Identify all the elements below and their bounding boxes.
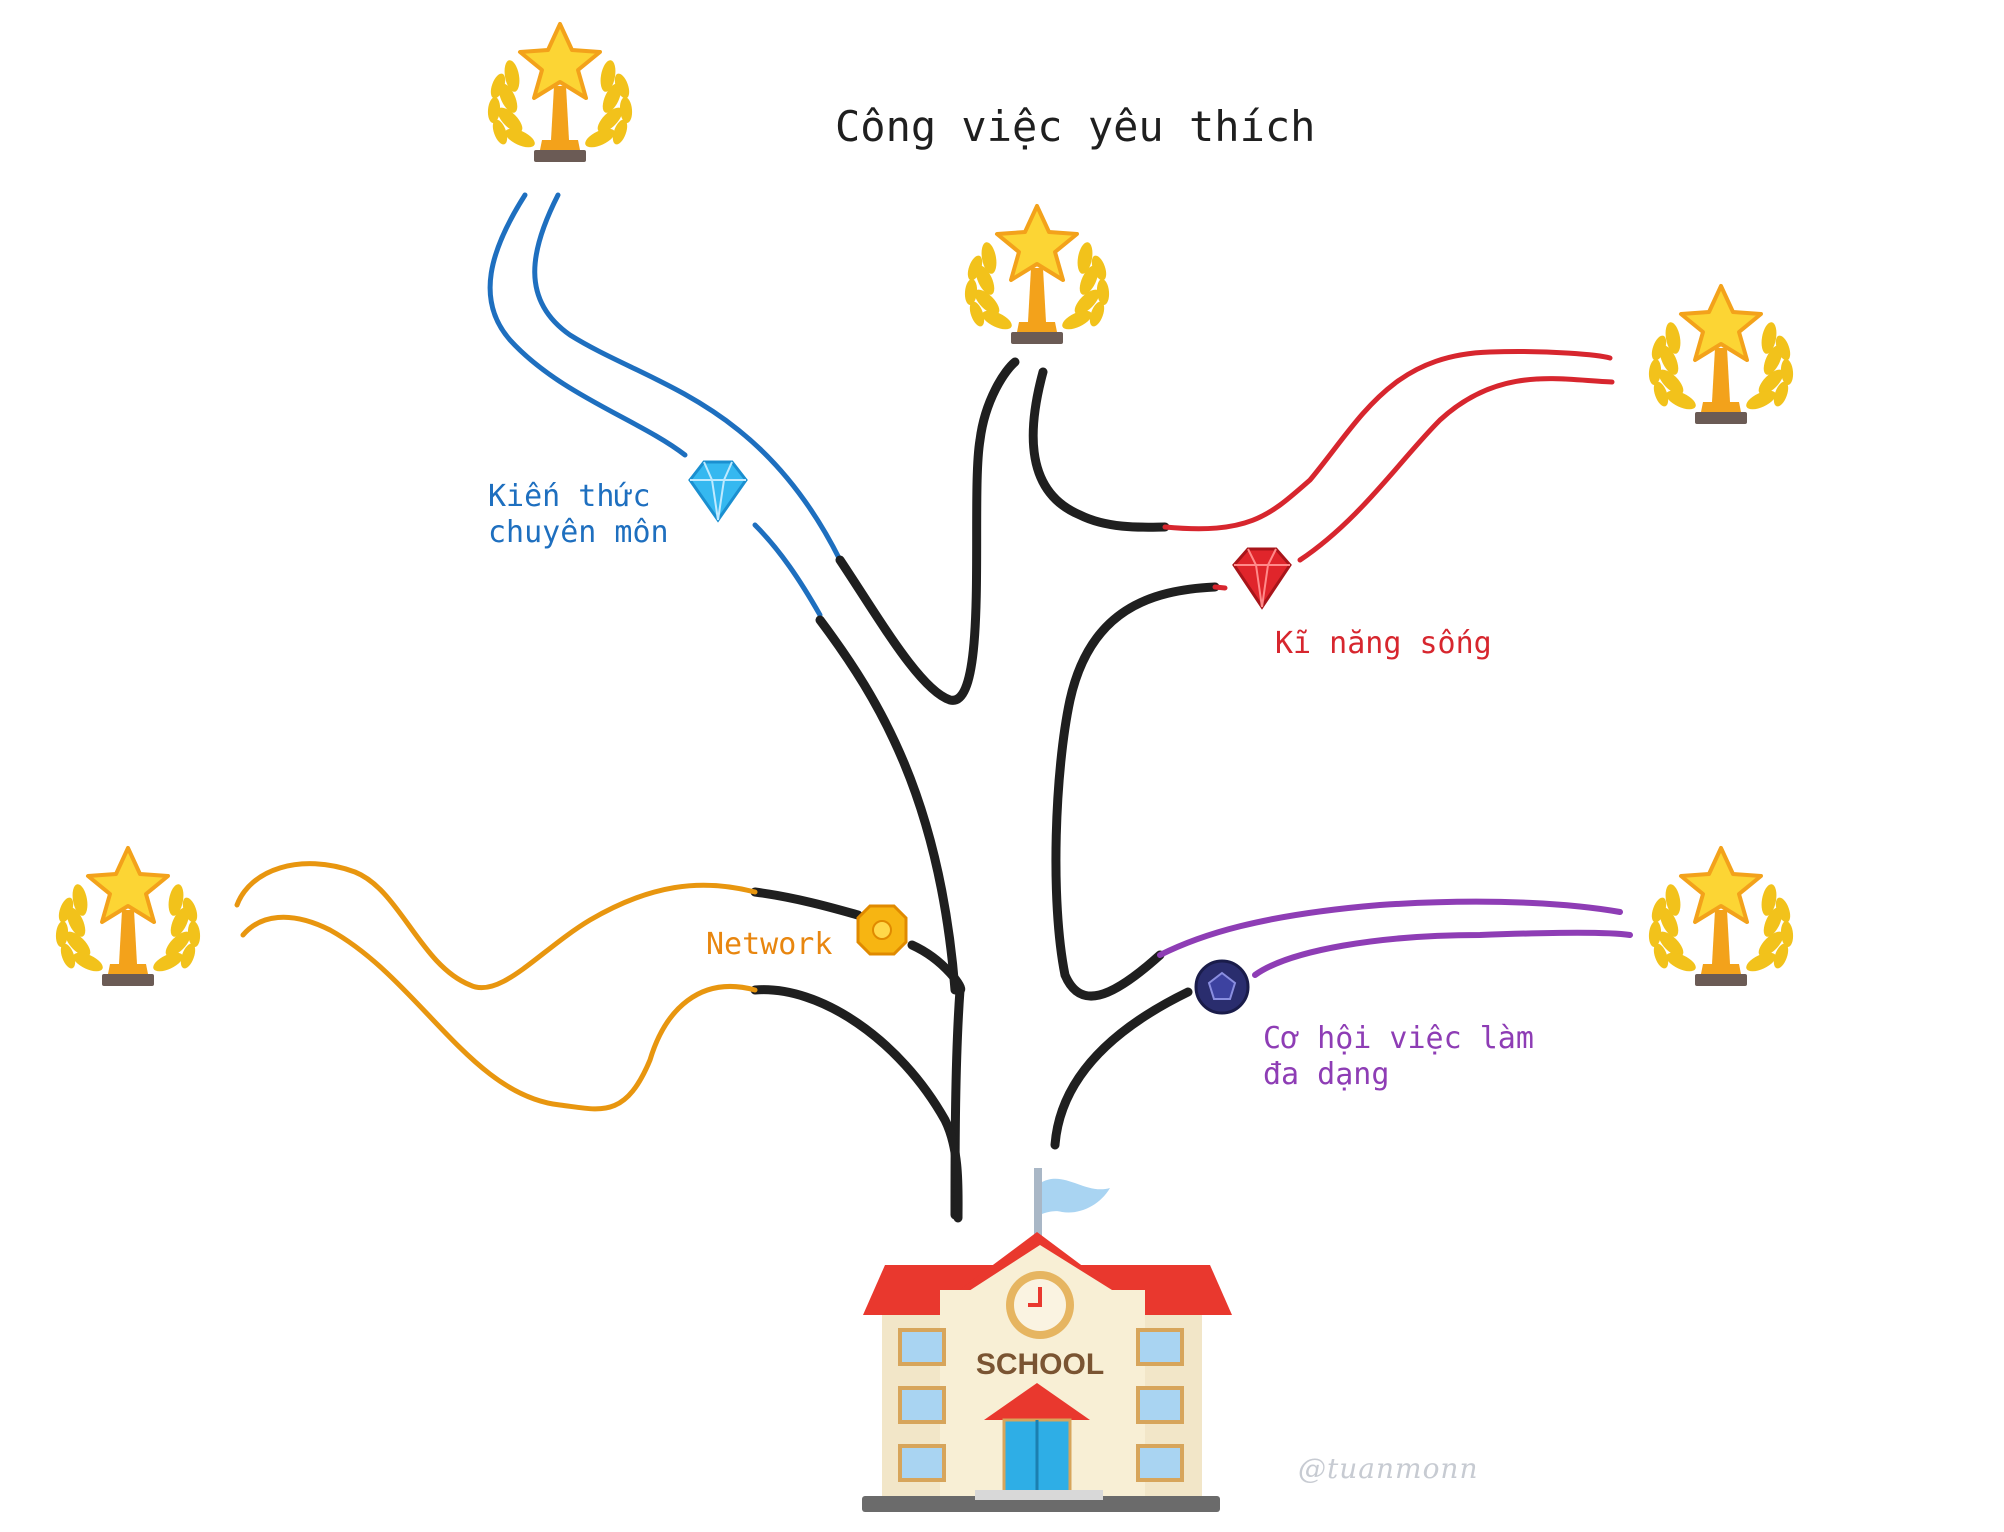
life-skills-label: Kĩ năng sống: [1275, 626, 1492, 661]
knowledge-branch: [487, 192, 843, 618]
network-branch: [234, 861, 758, 1112]
ruby-icon: [1232, 547, 1292, 610]
opportunities-label-line2: đa dạng: [1263, 1057, 1390, 1092]
sapphire-icon: [1194, 959, 1250, 1015]
topaz-icon: [856, 904, 908, 956]
network-label: Network: [706, 927, 833, 962]
opportunities-branch: [1157, 898, 1633, 978]
diamond-icon: [688, 460, 748, 523]
trophy-icon: [1645, 284, 1797, 426]
school-building-icon: [862, 1168, 1232, 1512]
knowledge-label-line2: chuyên môn: [488, 515, 669, 550]
trophy-icon: [52, 846, 204, 988]
trophy-icon: [1645, 846, 1797, 988]
trophy-icon: [484, 22, 636, 164]
tree-trunk: [750, 357, 1220, 1223]
opportunities-label-line1: Cơ hội việc làm: [1263, 1021, 1534, 1056]
watermark: @tuanmonn: [1298, 1452, 1479, 1485]
trophy-icon: [961, 204, 1113, 346]
knowledge-label-line1: Kiến thức: [488, 479, 651, 514]
school-sign: SCHOOL: [976, 1348, 1104, 1381]
page-title: Công việc yêu thích: [835, 102, 1316, 151]
life-skills-branch: [1162, 349, 1615, 591]
